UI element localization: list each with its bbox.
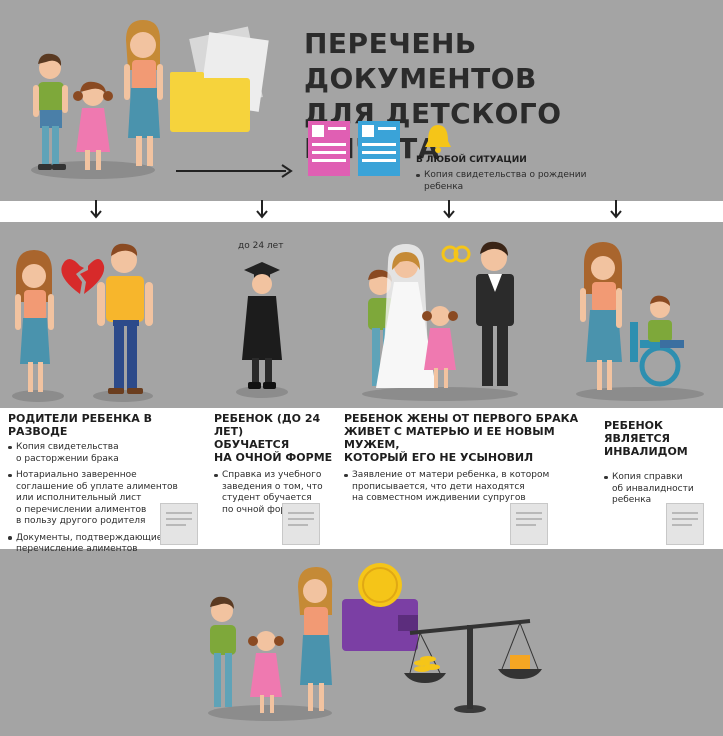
section-stepchild: РЕБЕНОК ЖЕНЫ ОТ ПЕРВОГО БРАКА ЖИВЕТ С МА… [344, 412, 594, 510]
bottom-illustration [208, 563, 542, 721]
pink-document-icon [308, 121, 350, 176]
girl-figure [73, 81, 113, 170]
age-label: до 24 лет [238, 241, 284, 251]
bullet-item: Документы, подтверждающие перечисление а… [8, 533, 198, 556]
general-documents: В ЛЮБОЙ СИТУАЦИИ Копия свидетельства о р… [416, 154, 626, 198]
mother-figure [298, 567, 333, 711]
bell-icon [425, 125, 451, 153]
medical-document-icon [666, 503, 704, 545]
section-heading: РЕБЕНОК (ДО 24 ЛЕТ) ОБУЧАЕТСЯ НА ОЧНОЙ Ф… [214, 412, 333, 464]
general-heading: В ЛЮБОЙ СИТУАЦИИ [416, 155, 527, 165]
section-divorce: РОДИТЕЛИ РЕБЕНКА В РАЗВОДЕ Копия свидете… [8, 412, 198, 561]
boy-figure [33, 53, 68, 170]
scenes-illustration [12, 241, 704, 402]
divorce-scene [12, 243, 153, 402]
certificate-document-icon [160, 503, 198, 545]
arrow-band [0, 201, 723, 222]
requirements-band [0, 408, 723, 549]
general-bullet: Копия свидетельства о рождении ребенка [416, 170, 626, 193]
bank-document-icon [282, 503, 320, 545]
title-line-1: ПЕРЕЧЕНЬ ДОКУМЕНТОВ [304, 27, 537, 95]
section-heading: РЕБЕНОК ЯВЛЯЕТСЯ ИНВАЛИДОМ [604, 419, 688, 458]
scales-icon [404, 619, 542, 713]
bullet-item: Справка из учебного заведения о том, что… [214, 470, 349, 516]
bullet-item: Копия справки об инвалидности ребенка [604, 472, 719, 507]
disability-scene [576, 242, 704, 401]
mother-figure [124, 20, 163, 166]
section-disability: РЕБЕНОК ЯВЛЯЕТСЯ ИНВАЛИДОМ Копия справки… [604, 419, 719, 512]
student-scene [236, 262, 288, 398]
section-heading: РОДИТЕЛИ РЕБЕНКА В РАЗВОДЕ [8, 412, 153, 438]
blue-document-icon [358, 121, 400, 176]
boy-figure [210, 596, 236, 707]
folder-icon [170, 26, 269, 132]
documents-icons [308, 121, 451, 176]
wedding-scene [362, 241, 518, 401]
bullet-item: Заявление от матери ребенка, в котором п… [344, 470, 594, 505]
section-bullets: Справка из учебного заведения о том, что… [214, 470, 349, 516]
bullet-item: Копия свидетельства о расторжении брака [8, 442, 198, 465]
girl-figure [248, 631, 284, 713]
rings-icon [441, 245, 471, 263]
down-arrows [90, 200, 622, 219]
wallet-icon [342, 599, 418, 651]
ruble-coin-icon [358, 563, 402, 607]
section-bullets: Копия справки об инвалидности ребенка [604, 472, 719, 507]
section-heading: РЕБЕНОК ЖЕНЫ ОТ ПЕРВОГО БРАКА ЖИВЕТ С МА… [344, 412, 579, 464]
application-document-icon [510, 503, 548, 545]
section-bullets: Копия свидетельства о расторжении брака … [8, 442, 198, 556]
section-student: РЕБЕНОК (ДО 24 ЛЕТ) ОБУЧАЕТСЯ НА ОЧНОЙ Ф… [214, 412, 349, 521]
section-bullets: Заявление от матери ребенка, в котором п… [344, 470, 594, 505]
family-illustration [31, 20, 293, 179]
percent-icon [510, 655, 530, 669]
broken-heart-icon [61, 259, 105, 294]
bullet-item: Нотариально заверенное соглашение об упл… [8, 470, 198, 528]
